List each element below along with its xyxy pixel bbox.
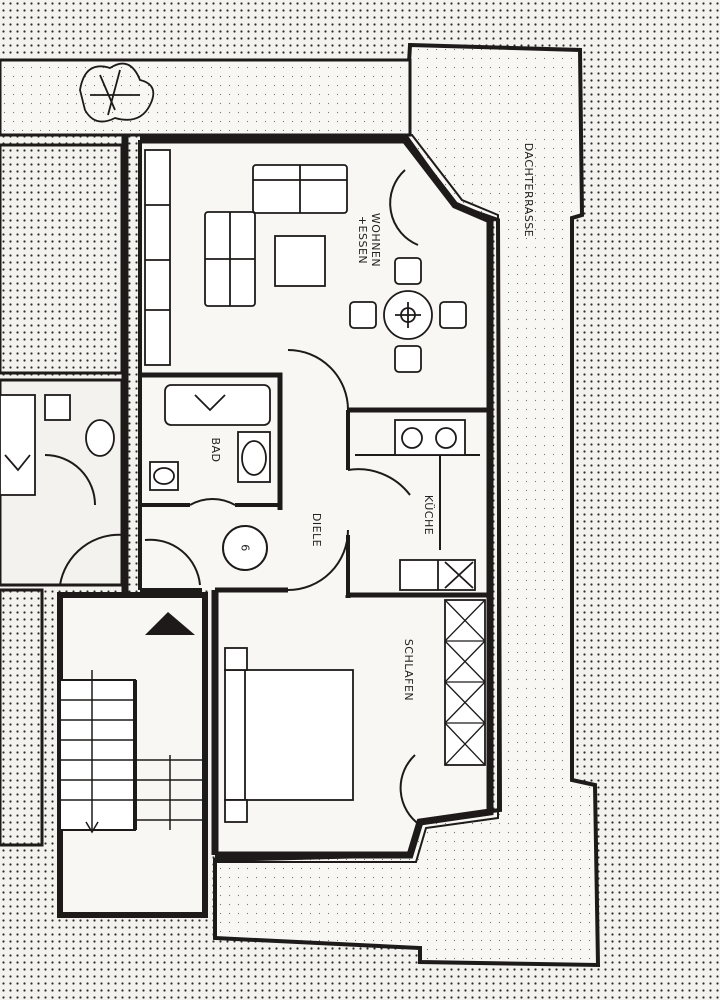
room-label-hall: DIELE [310, 513, 323, 547]
staircase [57, 592, 208, 918]
double-bed [224, 669, 354, 801]
neighbor-fixtures [0, 394, 115, 496]
bedroom-furniture [224, 599, 486, 823]
kitchen-fixtures [394, 419, 476, 591]
bath-fixtures [149, 384, 271, 491]
exterior-walls [121, 134, 499, 863]
entrance-triangle-icon [145, 612, 195, 635]
room-label-terrace: DACHTERRASSE [522, 143, 535, 238]
coffee-table [274, 235, 326, 287]
tree-icon [79, 62, 155, 123]
dining-table [349, 257, 467, 373]
room-label-bedroom: SCHLAFEN [402, 639, 415, 701]
unit-number-circle [222, 525, 268, 571]
room-label-kitchen: KÜCHE [422, 495, 435, 535]
room-label-bath: BAD [209, 437, 222, 462]
unit-number: 6 [239, 544, 252, 552]
bathtub [164, 384, 271, 426]
interior-walls [140, 372, 490, 861]
room-label-living-2: +ESSEN [356, 216, 369, 264]
living-furniture [144, 149, 348, 366]
door-swings [44, 169, 421, 826]
neighbor-unit-top [0, 143, 124, 375]
neighbor-unit-bottom [0, 588, 44, 847]
top-corridor [0, 58, 412, 137]
room-label-living-1: WOHNEN [369, 213, 382, 267]
